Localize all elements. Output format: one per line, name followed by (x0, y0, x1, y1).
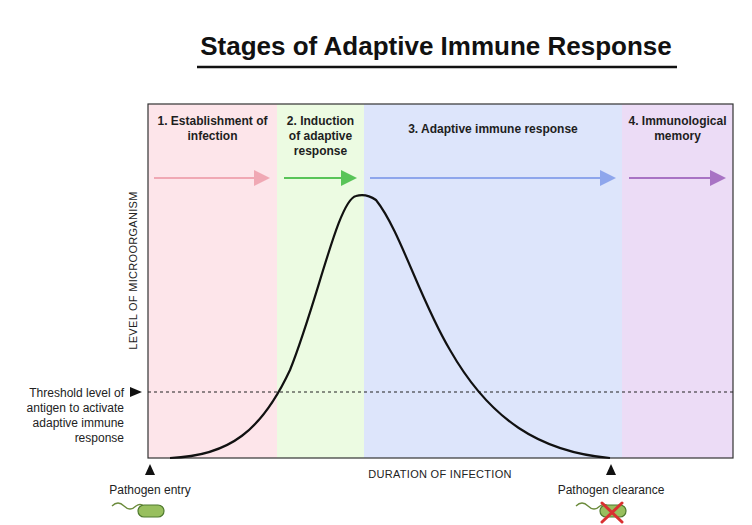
stage-band: 2. Induction of adaptive response (277, 104, 364, 458)
plot-frame (148, 104, 733, 458)
stage-band: 4. Immunological memory (622, 104, 733, 458)
stage-heading: 3. Adaptive immune response (364, 122, 622, 137)
axis-label: LEVEL OF MICROORGANISM (125, 191, 140, 349)
stage-heading: 2. Induction of adaptive response (277, 114, 364, 159)
stage-heading: 1. Establishment of infection (148, 114, 277, 144)
cleared-bacterium-icon (576, 503, 626, 522)
event-label: Pathogen clearance (531, 483, 691, 498)
clearance-marker (606, 464, 616, 475)
stage-band: 3. Adaptive immune response (364, 104, 622, 458)
title-underline (197, 66, 677, 69)
band-fill (622, 104, 733, 458)
threshold-marker (130, 387, 142, 397)
bacterium-icon (112, 503, 164, 517)
chart-title: Stages of Adaptive Immune Response (150, 30, 722, 62)
stage-arrow (154, 177, 268, 179)
stage-arrow (284, 177, 355, 179)
entry-marker (145, 464, 155, 475)
stage-arrow (629, 177, 724, 179)
axis-label: DURATION OF INFECTION (300, 467, 580, 482)
band-fill (364, 104, 622, 458)
event-label: Pathogen entry (80, 483, 220, 498)
stage-band: 1. Establishment of infection (148, 104, 277, 458)
stage-arrow (370, 177, 614, 179)
infection-curve (170, 195, 610, 458)
band-fill (148, 104, 277, 458)
threshold-line (148, 391, 733, 392)
threshold-label: Threshold level of antigen to activate a… (8, 386, 124, 446)
stage-heading: 4. Immunological memory (622, 114, 733, 144)
